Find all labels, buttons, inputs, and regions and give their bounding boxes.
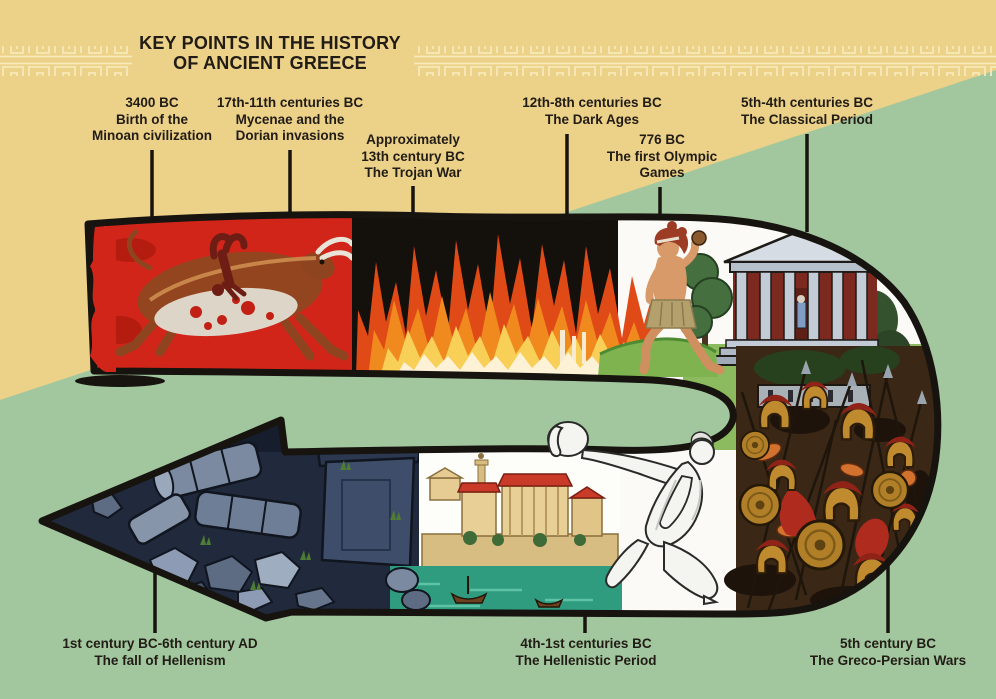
event-date: 17th-11th centuries BC — [216, 95, 364, 110]
acrobat-illustration — [209, 233, 248, 301]
boat — [450, 592, 488, 604]
discobolus-statue — [547, 421, 720, 606]
boat — [534, 597, 564, 608]
grass-tufts — [200, 460, 401, 590]
event-date: 5th-4th centuries BC — [740, 95, 874, 110]
scene-burning-flames — [42, 214, 938, 618]
band-shadow — [75, 375, 165, 387]
event-desc-line: The Hellenistic Period — [515, 652, 657, 668]
page-title: KEY POINTS IN THE HISTORY OF ANCIENT GRE… — [139, 33, 401, 73]
event-date: 3400 BC — [125, 95, 179, 110]
event-desc-line: The fall of Hellenism — [94, 652, 226, 668]
event-desc-line: The Classical Period — [740, 111, 874, 127]
event-date: 12th-8th centuries BC — [522, 95, 662, 110]
page-title-line2: OF ANCIENT GREECE — [173, 53, 367, 73]
event-label-minoan: 3400 BC Birth of the Minoan civilization — [92, 95, 212, 145]
event-desc-line: Dorian invasions — [235, 128, 345, 143]
event-desc-line: Mycenae and the — [235, 111, 345, 127]
event-desc-line: The Greco-Persian Wars — [809, 652, 967, 668]
event-desc-line: Games — [639, 165, 685, 180]
greek-key-border-left — [0, 46, 132, 76]
timeline-scenes — [42, 214, 938, 618]
event-label-trojan-war: Approximately 13th century BC The Trojan… — [361, 132, 465, 182]
event-label-fall-of-hellenism: 1st century BC-6th century AD The fall o… — [62, 636, 257, 669]
event-desc-line: The Trojan War — [364, 165, 462, 180]
fresco-ragged-edge — [90, 226, 116, 372]
event-label-olympics: 776 BC The first Olympic Games — [607, 132, 717, 182]
scene-olympic-runner — [598, 221, 725, 377]
flames-illustration — [356, 234, 658, 377]
timeline-band-outline — [38, 211, 942, 622]
event-date: 5th century BC — [839, 636, 937, 651]
event-date: Approximately — [366, 132, 460, 147]
event-label-greco-persian: 5th century BC The Greco-Persian Wars — [810, 636, 966, 669]
event-label-classical: 5th-4th centuries BC The Classical Perio… — [741, 95, 873, 128]
event-desc-line: The first Olympic — [606, 148, 718, 164]
page-title-line1: KEY POINTS IN THE HISTORY — [139, 33, 401, 53]
scene-hoplite-battle — [724, 346, 938, 618]
event-date: 1st century BC-6th century AD — [62, 636, 258, 651]
greek-key-border-right — [414, 46, 996, 76]
scene-harbor-city — [385, 450, 622, 618]
stone-in-hand — [691, 230, 707, 246]
event-date: 776 BC — [639, 132, 685, 147]
event-desc-line: Minoan civilization — [91, 128, 213, 143]
scene-minoan-bull-fresco — [78, 214, 374, 384]
event-desc-line: The Dark Ages — [544, 111, 640, 127]
event-label-mycenae: 17th-11th centuries BC Mycenae and the D… — [217, 95, 363, 145]
event-date: 4th-1st centuries BC — [520, 636, 652, 651]
event-desc-line: Birth of the — [115, 111, 188, 127]
event-label-hellenistic: 4th-1st centuries BC The Hellenistic Per… — [515, 636, 656, 669]
event-label-dark-ages: 12th-8th centuries BC The Dark Ages — [522, 95, 662, 128]
event-desc-line: 13th century BC — [361, 148, 465, 164]
